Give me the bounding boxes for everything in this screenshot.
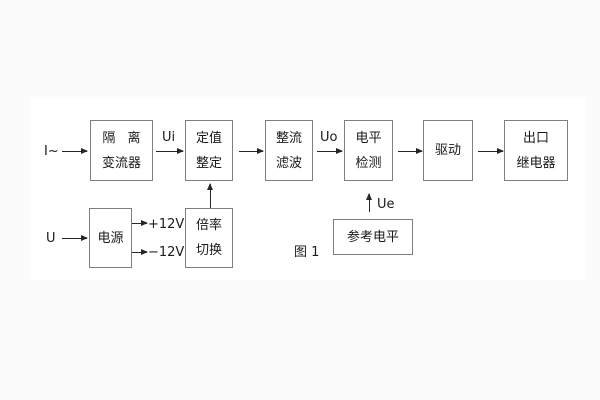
block-label: 参考电平 [346,229,399,245]
block-label: 切换 [195,243,222,258]
block-label: 驱动 [434,143,461,158]
arrow-reference-ue [366,193,372,212]
block-isolation-transducer: 隔 离 变流器 [90,120,153,181]
arrow-isolator-to-setting [156,148,184,154]
block-setting-adjust: 定值 整定 [185,120,233,181]
figure-caption: 图 1 [294,245,320,260]
label-uo: Uo [320,130,338,145]
block-label: 倍率 [195,218,222,233]
label-input-current: I~ [44,144,59,159]
block-label: 整定 [195,155,222,171]
label-rail-negative: −12V [148,245,185,260]
block-label: 定值 [195,130,222,146]
arrow-rail-negative [132,249,148,255]
block-output-relay: 出口 继电器 [504,120,568,181]
arrow-rectifier-to-level [317,148,343,154]
label-ui: Ui [162,130,176,145]
arrow-input-voltage [62,235,88,241]
arrow-setting-to-rectifier [239,148,264,154]
arrow-level-to-driver [398,148,423,154]
block-multiplier-switch: 倍率 切换 [185,208,233,268]
block-label: 整流 [275,130,302,146]
block-level-detector: 电平 检测 [344,120,393,181]
arrow-rail-positive [132,220,148,226]
arrow-driver-to-output [478,148,504,154]
block-reference-level: 参考电平 [333,219,413,255]
label-rail-positive: +12V [148,217,185,232]
arrow-multiplier-to-setting [207,183,213,208]
label-ue: Ue [377,197,395,212]
block-power-supply: 电源 [89,208,132,268]
block-label: 继电器 [516,155,556,171]
arrow-input-current [62,148,88,154]
block-label: 隔 离 [102,130,141,146]
block-rectifier-filter: 整流 滤波 [265,120,313,181]
block-label: 出口 [522,130,549,146]
block-label: 滤波 [275,155,302,171]
block-label: 检测 [355,155,382,171]
label-input-voltage: U [46,231,56,246]
block-label: 变流器 [101,155,141,171]
block-label: 电源 [97,230,124,246]
block-driver: 驱动 [423,120,473,181]
block-label: 电平 [355,130,382,146]
